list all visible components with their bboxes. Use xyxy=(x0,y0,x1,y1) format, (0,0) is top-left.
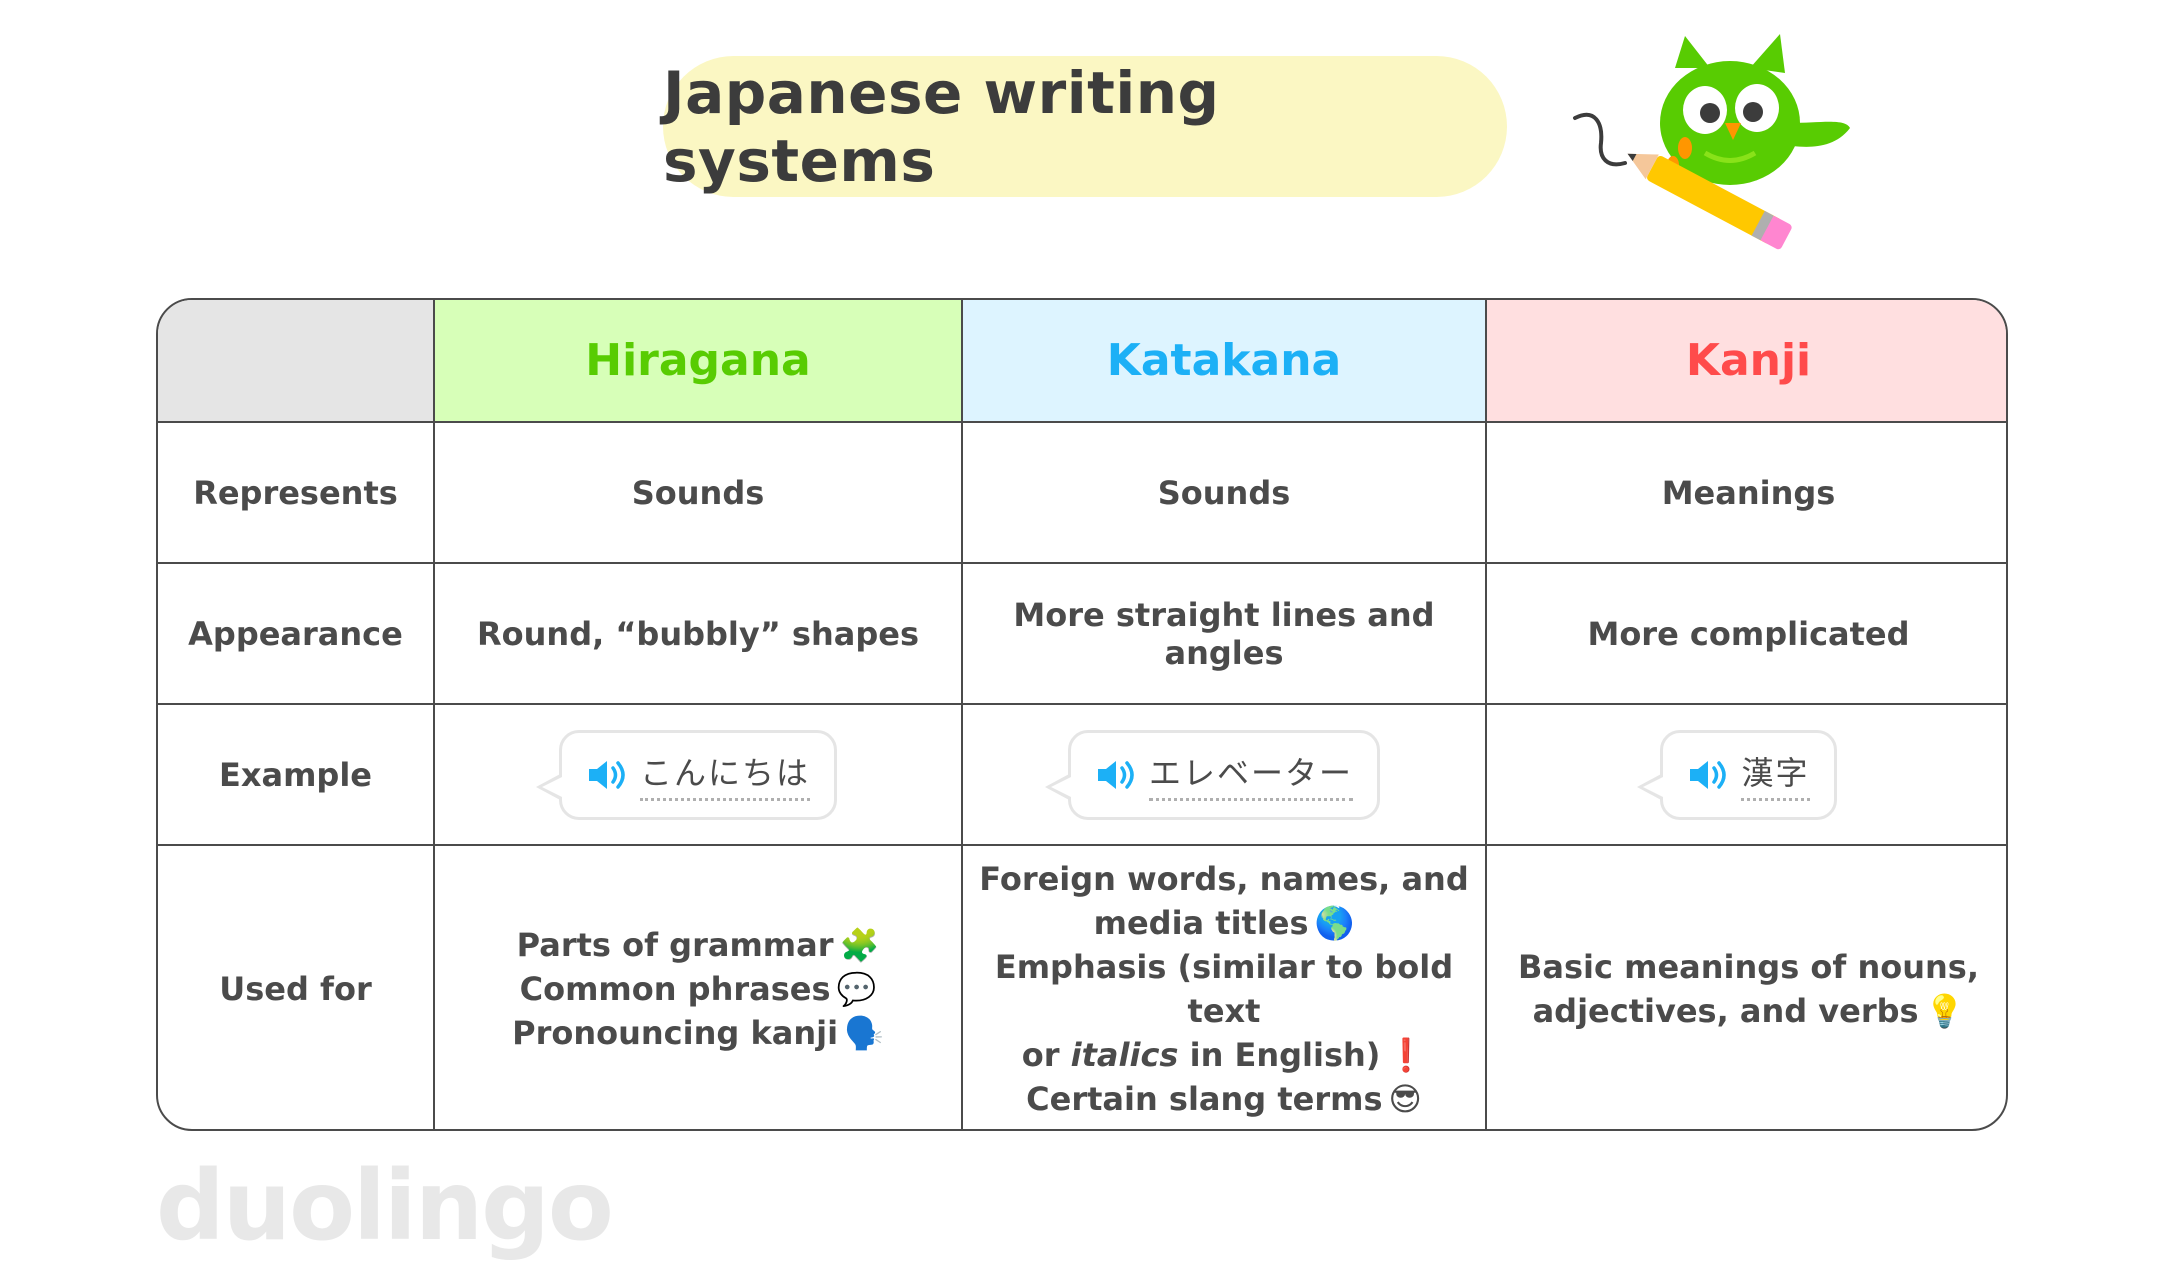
lightbulb-icon: 💡 xyxy=(1924,992,1965,1030)
example-word-hiragana: こんにちは xyxy=(639,748,810,801)
row-label-example: Example xyxy=(158,703,435,846)
audio-bubble-katakana[interactable]: エレベーター xyxy=(1044,729,1380,820)
speaker-icon[interactable] xyxy=(1095,757,1137,793)
audio-bubble-kanji[interactable]: 漢字 xyxy=(1637,729,1837,820)
list-item: Pronouncing kanji🗣️ xyxy=(449,1011,947,1055)
speaker-icon[interactable] xyxy=(1687,757,1729,793)
list-item: Common phrases💬 xyxy=(449,967,947,1011)
appearance-kanji: More complicated xyxy=(1485,562,2006,705)
header-hiragana: Hiragana xyxy=(433,300,963,423)
represents-kanji: Meanings xyxy=(1485,421,2006,564)
duo-owl-mascot-icon xyxy=(1573,34,1850,250)
represents-katakana: Sounds xyxy=(961,421,1487,564)
audio-bubble-hiragana[interactable]: こんにちは xyxy=(535,729,837,820)
appearance-hiragana: Round, “bubbly” shapes xyxy=(433,562,963,705)
speaker-icon[interactable] xyxy=(586,757,628,793)
list-item: Emphasis (similar to bold text xyxy=(994,948,1454,1030)
list-item: Parts of grammar🧩 xyxy=(449,923,947,967)
speech-bubble-icon: 💬 xyxy=(836,970,877,1008)
list-item: or italics in English)❗ xyxy=(977,1033,1471,1077)
exclamation-icon: ❗ xyxy=(1386,1036,1427,1074)
example-word-katakana: エレベーター xyxy=(1148,748,1353,801)
list-item: Basic meanings of nouns, xyxy=(1518,948,1979,986)
page-title: Japanese writing systems xyxy=(663,58,1220,195)
appearance-katakana: More straight lines and angles xyxy=(961,562,1487,705)
represents-hiragana: Sounds xyxy=(433,421,963,564)
list-item: Certain slang terms😎 xyxy=(977,1077,1471,1121)
example-word-kanji: 漢字 xyxy=(1741,748,1810,801)
header-katakana: Katakana xyxy=(961,300,1487,423)
used-for-kanji: Basic meanings of nouns, adjectives, and… xyxy=(1485,844,2006,1129)
row-label-appearance: Appearance xyxy=(158,562,435,705)
header-blank-cell xyxy=(158,300,435,423)
list-item: adjectives, and verbs💡 xyxy=(1501,989,1996,1033)
example-katakana-cell: エレベーター xyxy=(961,703,1487,846)
sunglasses-icon: 😎 xyxy=(1388,1080,1422,1118)
example-hiragana-cell: こんにちは xyxy=(433,703,963,846)
writing-systems-table: Hiragana Katakana Kanji Represents Sound… xyxy=(156,298,2008,1131)
list-item: media titles🌎 xyxy=(977,901,1471,945)
list-item: Foreign words, names, and xyxy=(979,860,1469,898)
duolingo-logo: duolingo xyxy=(156,1150,614,1262)
row-label-used-for: Used for xyxy=(158,844,435,1129)
globe-icon: 🌎 xyxy=(1314,904,1355,942)
used-for-hiragana: Parts of grammar🧩 Common phrases💬 Pronou… xyxy=(433,844,963,1129)
title-banner: Japanese writing systems xyxy=(663,56,1507,197)
speaking-head-icon: 🗣️ xyxy=(844,1014,884,1052)
header-kanji: Kanji xyxy=(1485,300,2006,423)
puzzle-piece-icon: 🧩 xyxy=(839,926,880,964)
row-label-represents: Represents xyxy=(158,421,435,564)
used-for-katakana: Foreign words, names, and media titles🌎 … xyxy=(961,844,1487,1129)
example-kanji-cell: 漢字 xyxy=(1485,703,2006,846)
